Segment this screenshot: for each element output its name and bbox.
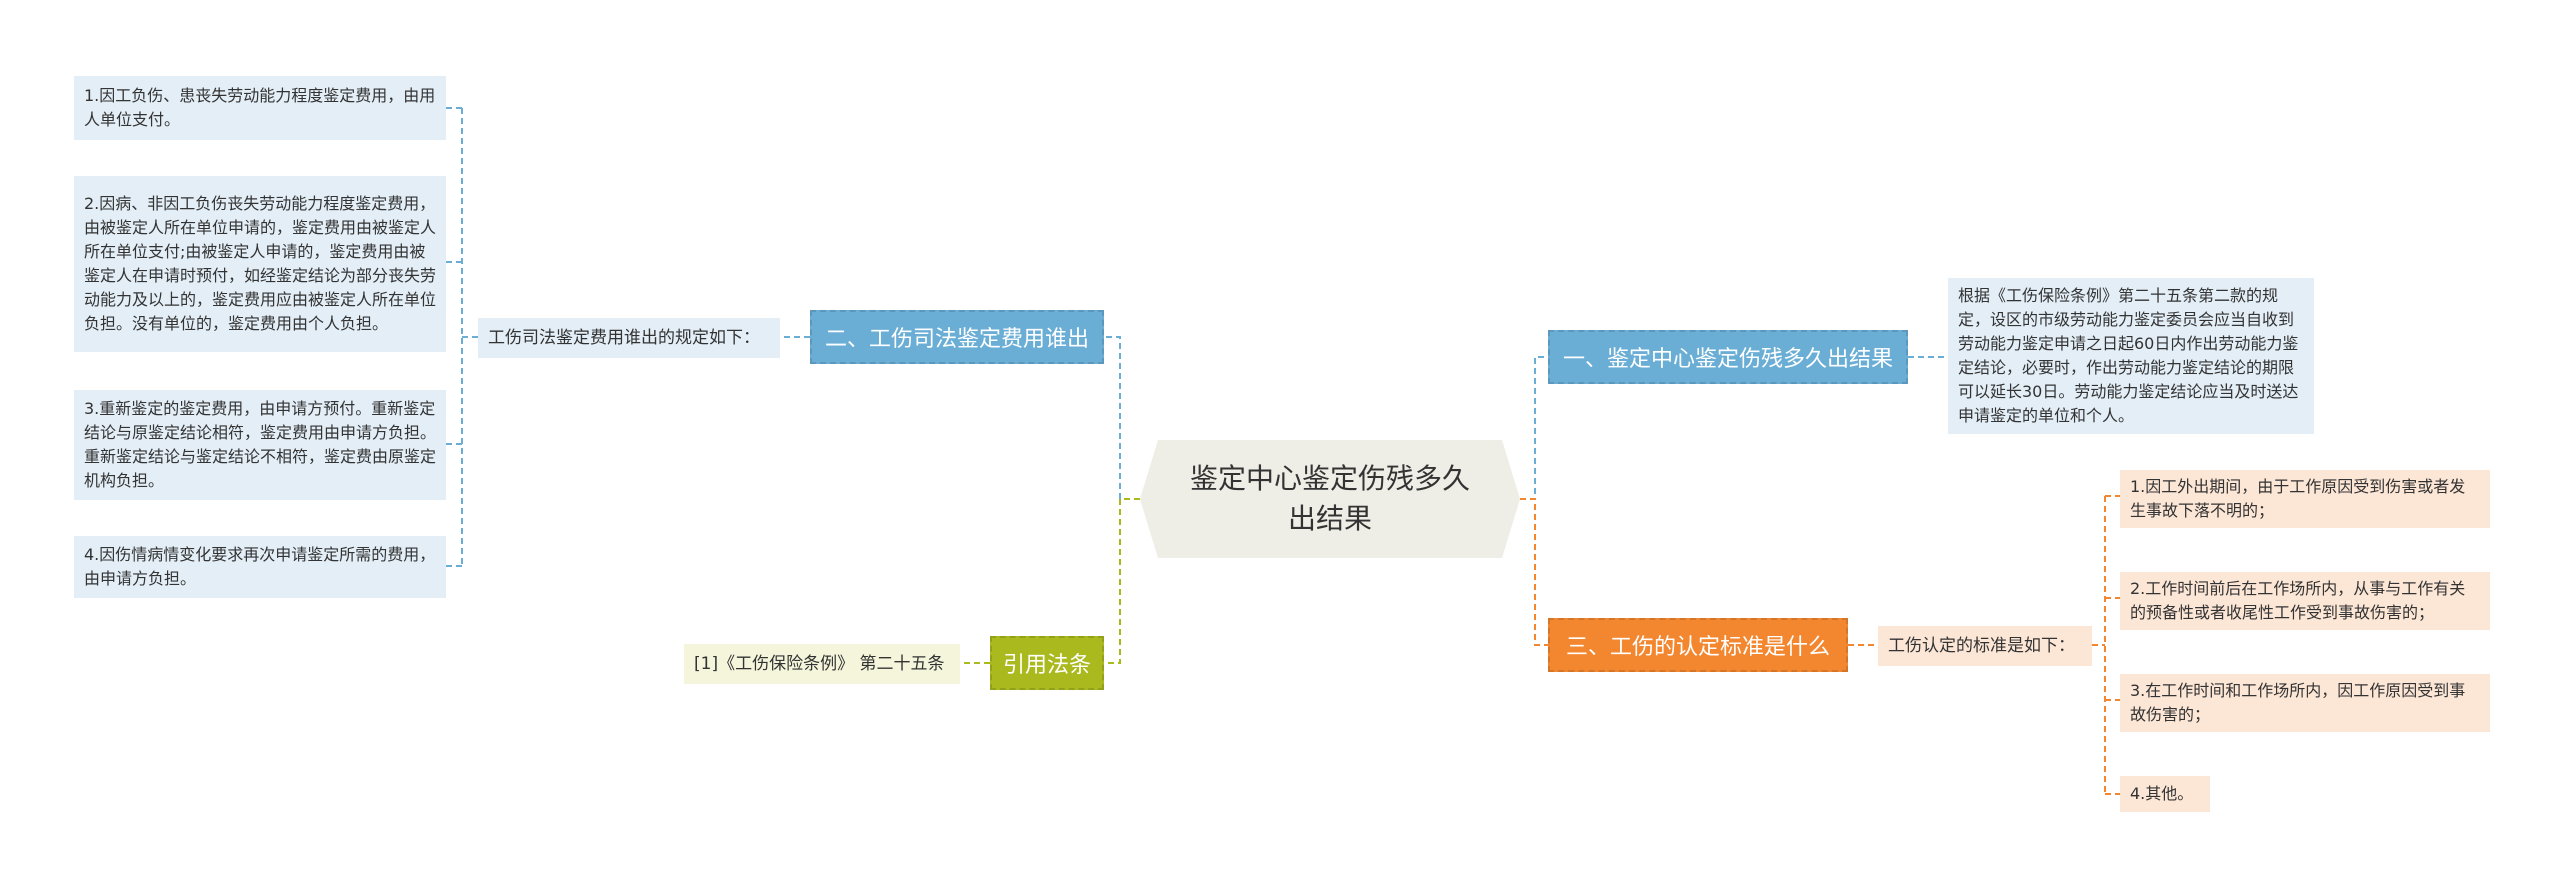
branch-1-topic[interactable]: 一、鉴定中心鉴定伤残多久出结果: [1548, 330, 1908, 384]
branch-1-detail[interactable]: 根据《工伤保险条例》第二十五条第二款的规定，设区的市级劳动能力鉴定委员会应当自收…: [1948, 278, 2314, 434]
branch-2-item-4[interactable]: 4.因伤情病情变化要求再次申请鉴定所需的费用，由申请方负担。: [74, 536, 446, 598]
link-root-b2: [1104, 336, 1140, 500]
branch-3-sub[interactable]: 工伤认定的标准是如下：: [1878, 626, 2092, 666]
branch-4-topic[interactable]: 引用法条: [990, 636, 1104, 690]
branch-3-item-1[interactable]: 1.因工外出期间，由于工作原因受到伤害或者发生事故下落不明的；: [2120, 470, 2490, 528]
link-root-b4: [1104, 498, 1140, 664]
link-b3-items: [2092, 495, 2120, 795]
link-root-b1: [1520, 356, 1548, 500]
branch-4-item[interactable]: [1]《工伤保险条例》 第二十五条: [684, 644, 960, 684]
branch-2-item-2[interactable]: 2.因病、非因工负伤丧失劳动能力程度鉴定费用，由被鉴定人所在单位申请的，鉴定费用…: [74, 176, 446, 352]
root-topic[interactable]: 鉴定中心鉴定伤残多久出结果: [1140, 440, 1520, 558]
branch-3-item-2[interactable]: 2.工作时间前后在工作场所内，从事与工作有关的预备性或者收尾性工作受到事故伤害的…: [2120, 572, 2490, 630]
branch-2-topic[interactable]: 二、工伤司法鉴定费用谁出: [810, 310, 1104, 364]
branch-2-item-1[interactable]: 1.因工负伤、患丧失劳动能力程度鉴定费用，由用人单位支付。: [74, 76, 446, 140]
link-root-b3: [1520, 498, 1548, 646]
branch-2-item-3[interactable]: 3.重新鉴定的鉴定费用，由申请方预付。重新鉴定结论与原鉴定结论相符，鉴定费用由申…: [74, 390, 446, 500]
branch-3-item-4[interactable]: 4.其他。: [2120, 776, 2210, 812]
branch-3-topic[interactable]: 三、工伤的认定标准是什么: [1548, 618, 1848, 672]
branch-2-sub[interactable]: 工伤司法鉴定费用谁出的规定如下：: [478, 318, 780, 358]
branch-3-item-3[interactable]: 3.在工作时间和工作场所内，因工作原因受到事故伤害的；: [2120, 674, 2490, 732]
link-b2-items: [446, 107, 478, 567]
